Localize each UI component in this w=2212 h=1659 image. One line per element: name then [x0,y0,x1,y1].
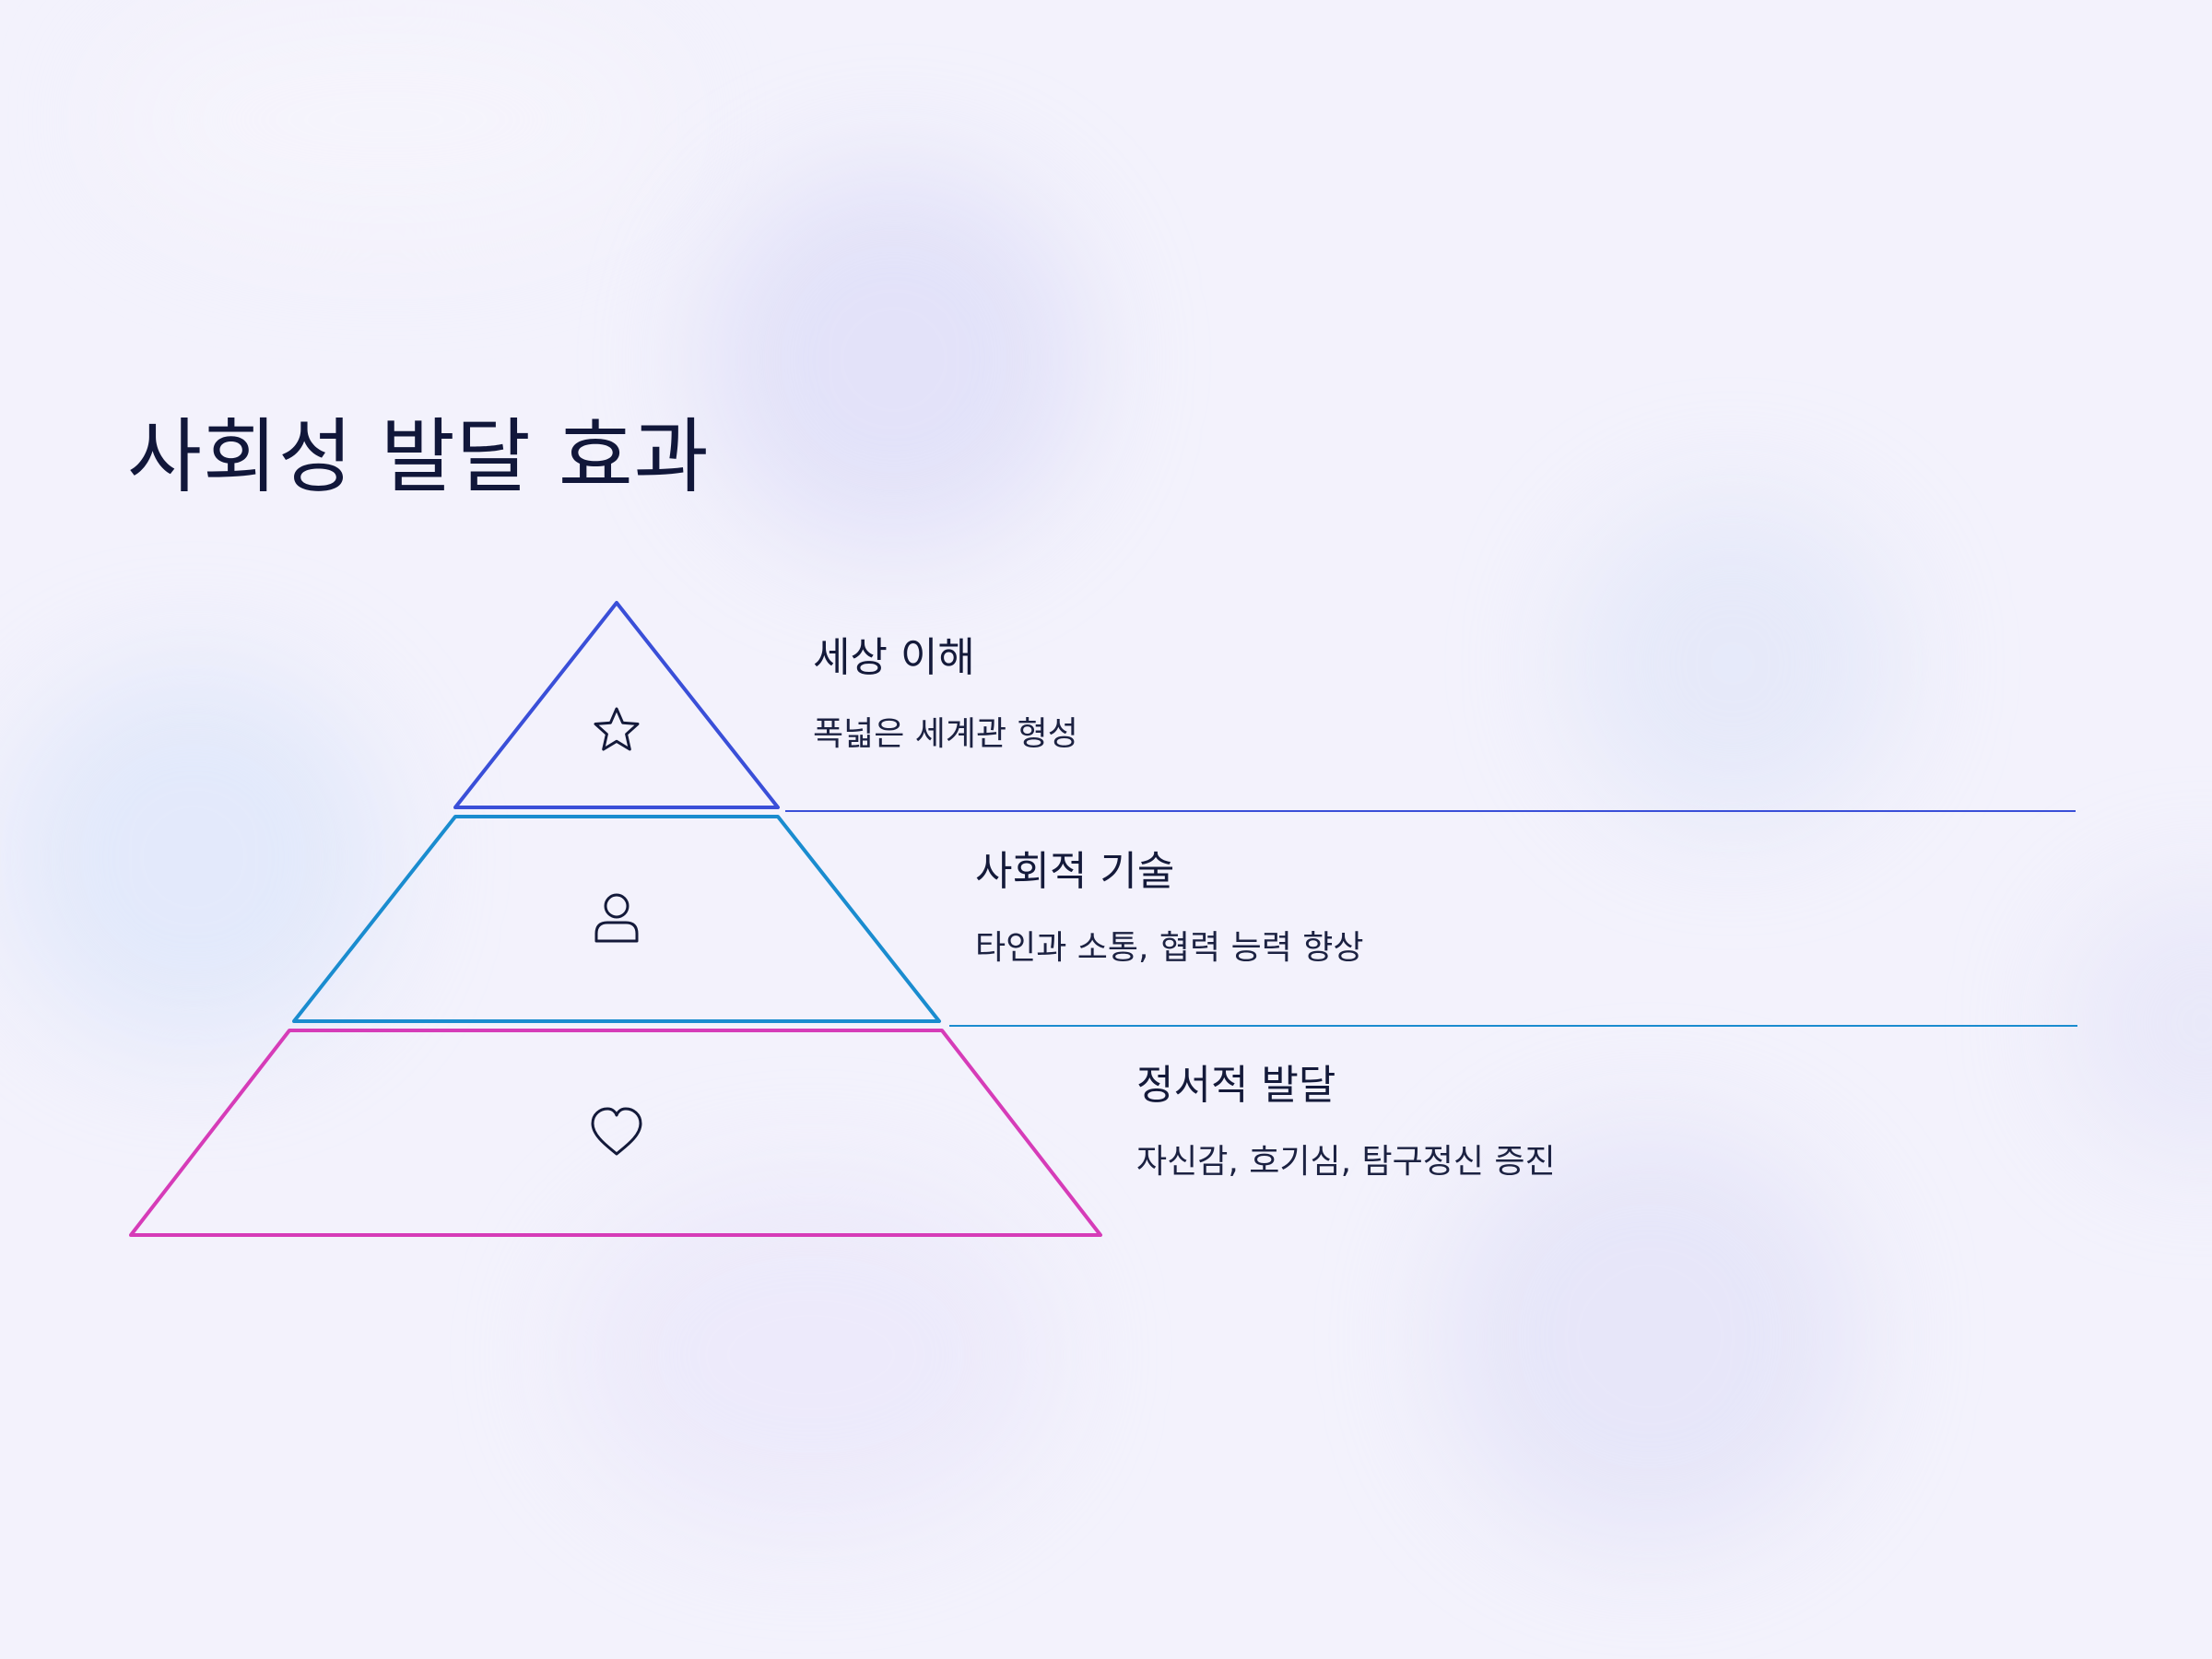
level-1-description: 폭넓은 세계관 형성 [813,714,1078,753]
person-icon [594,893,639,943]
background-glow [111,0,664,240]
background-glow [700,166,1088,553]
pyramid-level-2-shape [292,815,941,1023]
level-2-title: 사회적 기술 [975,848,1175,895]
level-2-text: 사회적 기술 타인과 소통, 협력 능력 향상 [975,848,1364,968]
pyramid-level-1-shape [453,601,780,809]
background-glow [571,1180,1051,1530]
heart-icon [591,1107,642,1156]
pyramid-level-3 [129,1029,1102,1237]
page-title: 사회성 발달 효과 [127,409,710,504]
background-glow [1438,1124,1862,1548]
background-glow [1567,498,1899,830]
level-3-description: 자신감, 호기심, 탐구정신 증진 [1136,1142,1556,1181]
star-icon [594,707,640,751]
pyramid-level-3-shape [129,1029,1102,1237]
pyramid-level-1 [453,601,2076,812]
level-1-text: 세상 이해 폭넓은 세계관 형성 [813,634,1078,754]
level-3-title: 정서적 발달 [1136,1062,1336,1109]
pyramid-level-2 [292,815,2077,1027]
level-3-text: 정서적 발달 자신감, 호기심, 탐구정신 증진 [1136,1062,1556,1182]
level-2-description: 타인과 소통, 협력 능력 향상 [975,928,1364,967]
level-1-title: 세상 이해 [813,634,975,681]
